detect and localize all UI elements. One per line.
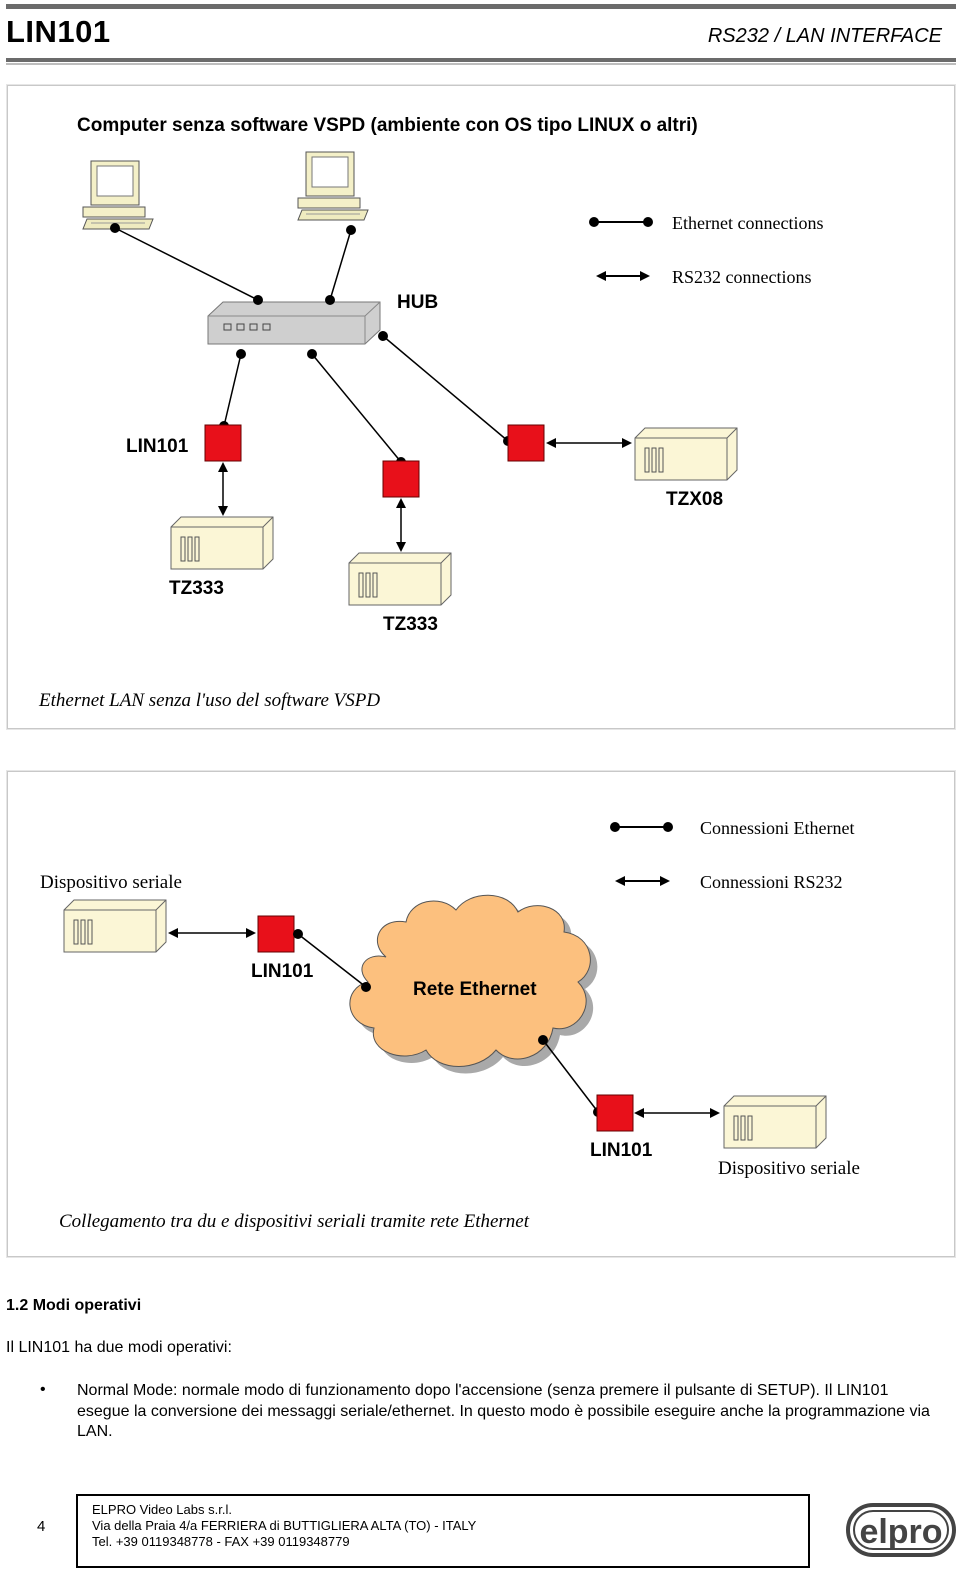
- section-intro: Il LIN101 ha due modi operativi:: [6, 1339, 232, 1356]
- diagram-hub-panel: Computer senza software VSPD (ambiente c…: [7, 85, 955, 729]
- lin101-module: [382, 460, 420, 498]
- diagram1-caption: Ethernet LAN senza l'uso del software VS…: [38, 690, 380, 711]
- section-title: 1.2 Modi operativi: [6, 1297, 142, 1314]
- legend-rs232-label: RS232 connections: [672, 267, 812, 287]
- legend-rs232-label: Connessioni RS232: [700, 872, 843, 892]
- device-label-left: Dispositivo seriale: [40, 872, 182, 893]
- diagram-cloud-panel: Connessioni Ethernet Connessioni RS232 D…: [7, 771, 955, 1257]
- footer-address: Via della Praia 4/a FERRIERA di BUTTIGLI…: [92, 1518, 477, 1533]
- document-subtitle: RS232 / LAN INTERFACE: [707, 25, 942, 47]
- footer-phone: Tel. +39 0119348778 - FAX +39 0119348779: [92, 1534, 350, 1549]
- lin101-label: LIN101: [126, 436, 189, 457]
- hub-network-diagram: Computer senza software VSPD (ambiente c…: [38, 115, 823, 711]
- legend-rs232: RS232 connections: [596, 267, 812, 287]
- ethernet-cloud: [349, 894, 591, 1067]
- lin101-label: LIN101: [590, 1140, 653, 1161]
- rs232-links: [218, 438, 632, 552]
- logo-text: elpro: [859, 1513, 942, 1551]
- lin101-module: [257, 915, 295, 953]
- tzx08-label: TZX08: [666, 489, 723, 510]
- header-rule-bottom: [6, 58, 956, 62]
- serial-device-icon: [723, 1095, 827, 1149]
- diagram1-title: Computer senza software VSPD (ambiente c…: [77, 115, 698, 136]
- diagram2-caption: Collegamento tra du e dispositivi serial…: [59, 1211, 530, 1232]
- device-label-right: Dispositivo seriale: [718, 1158, 860, 1179]
- serial-device-icon: [63, 899, 167, 953]
- document-title: LIN101: [6, 14, 111, 49]
- legend-ethernet-label: Ethernet connections: [672, 213, 823, 233]
- computer-icon: [82, 160, 154, 230]
- hub-device: [207, 301, 381, 345]
- header-rule-shadow: [6, 63, 956, 65]
- serial-device-icon: [348, 552, 452, 606]
- lin101-label: LIN101: [251, 961, 314, 982]
- ethernet-links: [114, 227, 509, 463]
- header-rule-top: [6, 4, 956, 9]
- tz333-label: TZ333: [169, 578, 224, 599]
- bullet-text: Normal Mode: normale modo di funzionamen…: [77, 1382, 930, 1440]
- ethernet-links: [297, 933, 599, 1113]
- legend-ethernet: Connessioni Ethernet: [610, 818, 854, 838]
- tz333-label: TZ333: [383, 614, 438, 635]
- page-number: 4: [37, 1518, 46, 1535]
- footer-company: ELPRO Video Labs s.r.l.: [92, 1502, 232, 1517]
- lin101-module: [204, 424, 242, 462]
- serial-device-icon: [634, 427, 738, 481]
- computer-icon: [297, 151, 369, 221]
- elpro-logo: elpro: [845, 1502, 957, 1558]
- lin101-module: [507, 424, 545, 462]
- ethernet-link-nodes: [110, 223, 513, 467]
- legend-ethernet-label: Connessioni Ethernet: [700, 818, 854, 838]
- legend-ethernet: Ethernet connections: [589, 213, 823, 233]
- serial-device-icon: [170, 516, 274, 570]
- bullet-marker: •: [40, 1381, 46, 1398]
- hub-label: HUB: [397, 292, 438, 313]
- ethernet-cloud-diagram: Connessioni Ethernet Connessioni RS232 D…: [40, 818, 860, 1232]
- cloud-label: Rete Ethernet: [413, 979, 537, 1000]
- lin101-module: [596, 1094, 634, 1132]
- footer-box: [76, 1494, 810, 1568]
- legend-rs232: Connessioni RS232: [615, 872, 843, 892]
